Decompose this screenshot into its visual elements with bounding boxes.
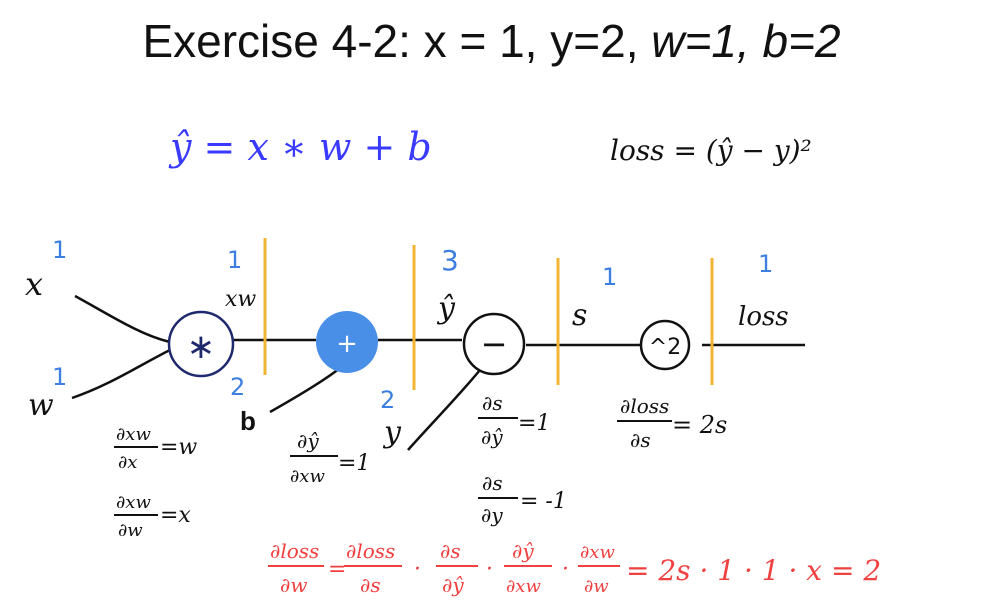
grad-den: ∂x xyxy=(118,452,137,473)
grad-den: ∂w xyxy=(118,520,143,541)
edge-b-to-add xyxy=(269,367,341,414)
xw-label: xw xyxy=(225,287,256,312)
grad-rhs: =1 xyxy=(338,451,370,476)
edge-y-to-subtract xyxy=(407,369,481,451)
grad-num: ∂loss xyxy=(620,394,669,418)
title-main: Exercise 4-2: x = 1, y=2, xyxy=(142,15,652,67)
grad-rhs: = -1 xyxy=(520,489,567,514)
grad-rhs: =x xyxy=(160,503,191,528)
subtract-node: − xyxy=(462,312,526,376)
grad-ds-dyhat: ∂s ∂ŷ =1 xyxy=(478,391,550,449)
grad-dyhat-dxw: ∂ŷ ∂xw =1 xyxy=(290,429,370,487)
grad-rhs: =1 xyxy=(518,411,550,436)
chain-dot: · xyxy=(414,557,421,582)
multiply-symbol: ∗ xyxy=(187,327,216,367)
grad-dloss-ds: ∂loss ∂s = 2s xyxy=(617,394,727,452)
chain-lhs-num: ∂loss xyxy=(270,539,319,563)
xw-value: 1 xyxy=(227,246,242,274)
chain-t1-den: ∂s xyxy=(360,573,381,597)
grad-ds-dy: ∂s ∂y = -1 xyxy=(478,471,567,527)
chain-dot: · xyxy=(562,557,569,582)
subtract-symbol: − xyxy=(481,325,508,363)
grad-rhs: = 2s xyxy=(672,411,727,439)
title-params: w=1, b=2 xyxy=(651,15,841,67)
grad-num: ∂s xyxy=(482,471,503,495)
loss-equation: loss = (ŷ − y)² xyxy=(610,134,812,167)
y-value: 2 xyxy=(380,386,395,414)
w-label: w xyxy=(28,388,54,423)
chain-t3-num: ∂ŷ xyxy=(512,539,534,563)
grad-rhs: =w xyxy=(160,435,197,460)
yhat-value: 3 xyxy=(441,244,459,277)
grad-den: ∂ŷ xyxy=(481,425,503,449)
add-symbol: + xyxy=(336,329,358,359)
multiply-node: ∗ xyxy=(167,310,235,378)
grad-num: ∂ŷ xyxy=(297,429,319,453)
x-label: x xyxy=(25,265,43,303)
slide-title: Exercise 4-2: x = 1, y=2, w=1, b=2 xyxy=(0,14,983,68)
square-node: ^2 xyxy=(639,319,691,371)
chain-t1-num: ∂loss xyxy=(346,539,395,563)
grad-den: ∂s xyxy=(630,428,651,452)
chain-t2-den: ∂ŷ xyxy=(442,573,464,597)
chain-t4-den: ∂w xyxy=(584,576,609,597)
loss-edge-label: loss xyxy=(738,302,789,332)
s-value: 1 xyxy=(602,263,617,291)
chain-lhs-den: ∂w xyxy=(280,573,307,597)
loss-edge-value: 1 xyxy=(758,250,773,278)
square-symbol: ^2 xyxy=(649,335,681,360)
chain-result: = 2s · 1 · 1 · x = 2 xyxy=(626,554,881,587)
x-value: 1 xyxy=(52,236,67,264)
chain-dot: · xyxy=(486,557,493,582)
chain-t2-num: ∂s xyxy=(440,539,461,563)
grad-dxw-dx: ∂xw ∂x =w xyxy=(114,424,197,473)
add-node: + xyxy=(316,311,378,373)
edge-x-to-multiply xyxy=(74,294,171,344)
b-value: 2 xyxy=(230,373,245,401)
yhat-label: ŷ xyxy=(436,291,456,326)
chain-equals: = xyxy=(328,557,346,582)
grad-dxw-dw: ∂xw ∂w =x xyxy=(114,492,191,541)
grad-num: ∂xw xyxy=(116,492,151,513)
chain-t3-den: ∂xw xyxy=(506,576,541,597)
edge-w-to-multiply xyxy=(71,348,171,400)
s-label: s xyxy=(572,298,587,333)
y-label: y xyxy=(382,415,402,450)
chain-rule-equation: ∂loss ∂w = ∂loss ∂s · ∂s ∂ŷ · ∂ŷ ∂xw · ∂… xyxy=(268,539,881,597)
grad-den: ∂xw xyxy=(290,466,325,487)
b-label: b xyxy=(240,406,256,436)
grad-num: ∂s xyxy=(482,391,503,415)
grad-num: ∂xw xyxy=(116,424,151,445)
model-equation: ŷ = x ∗ w + b xyxy=(168,125,432,169)
grad-den: ∂y xyxy=(481,503,503,527)
w-value: 1 xyxy=(52,363,67,391)
chain-t4-num: ∂xw xyxy=(580,542,615,563)
